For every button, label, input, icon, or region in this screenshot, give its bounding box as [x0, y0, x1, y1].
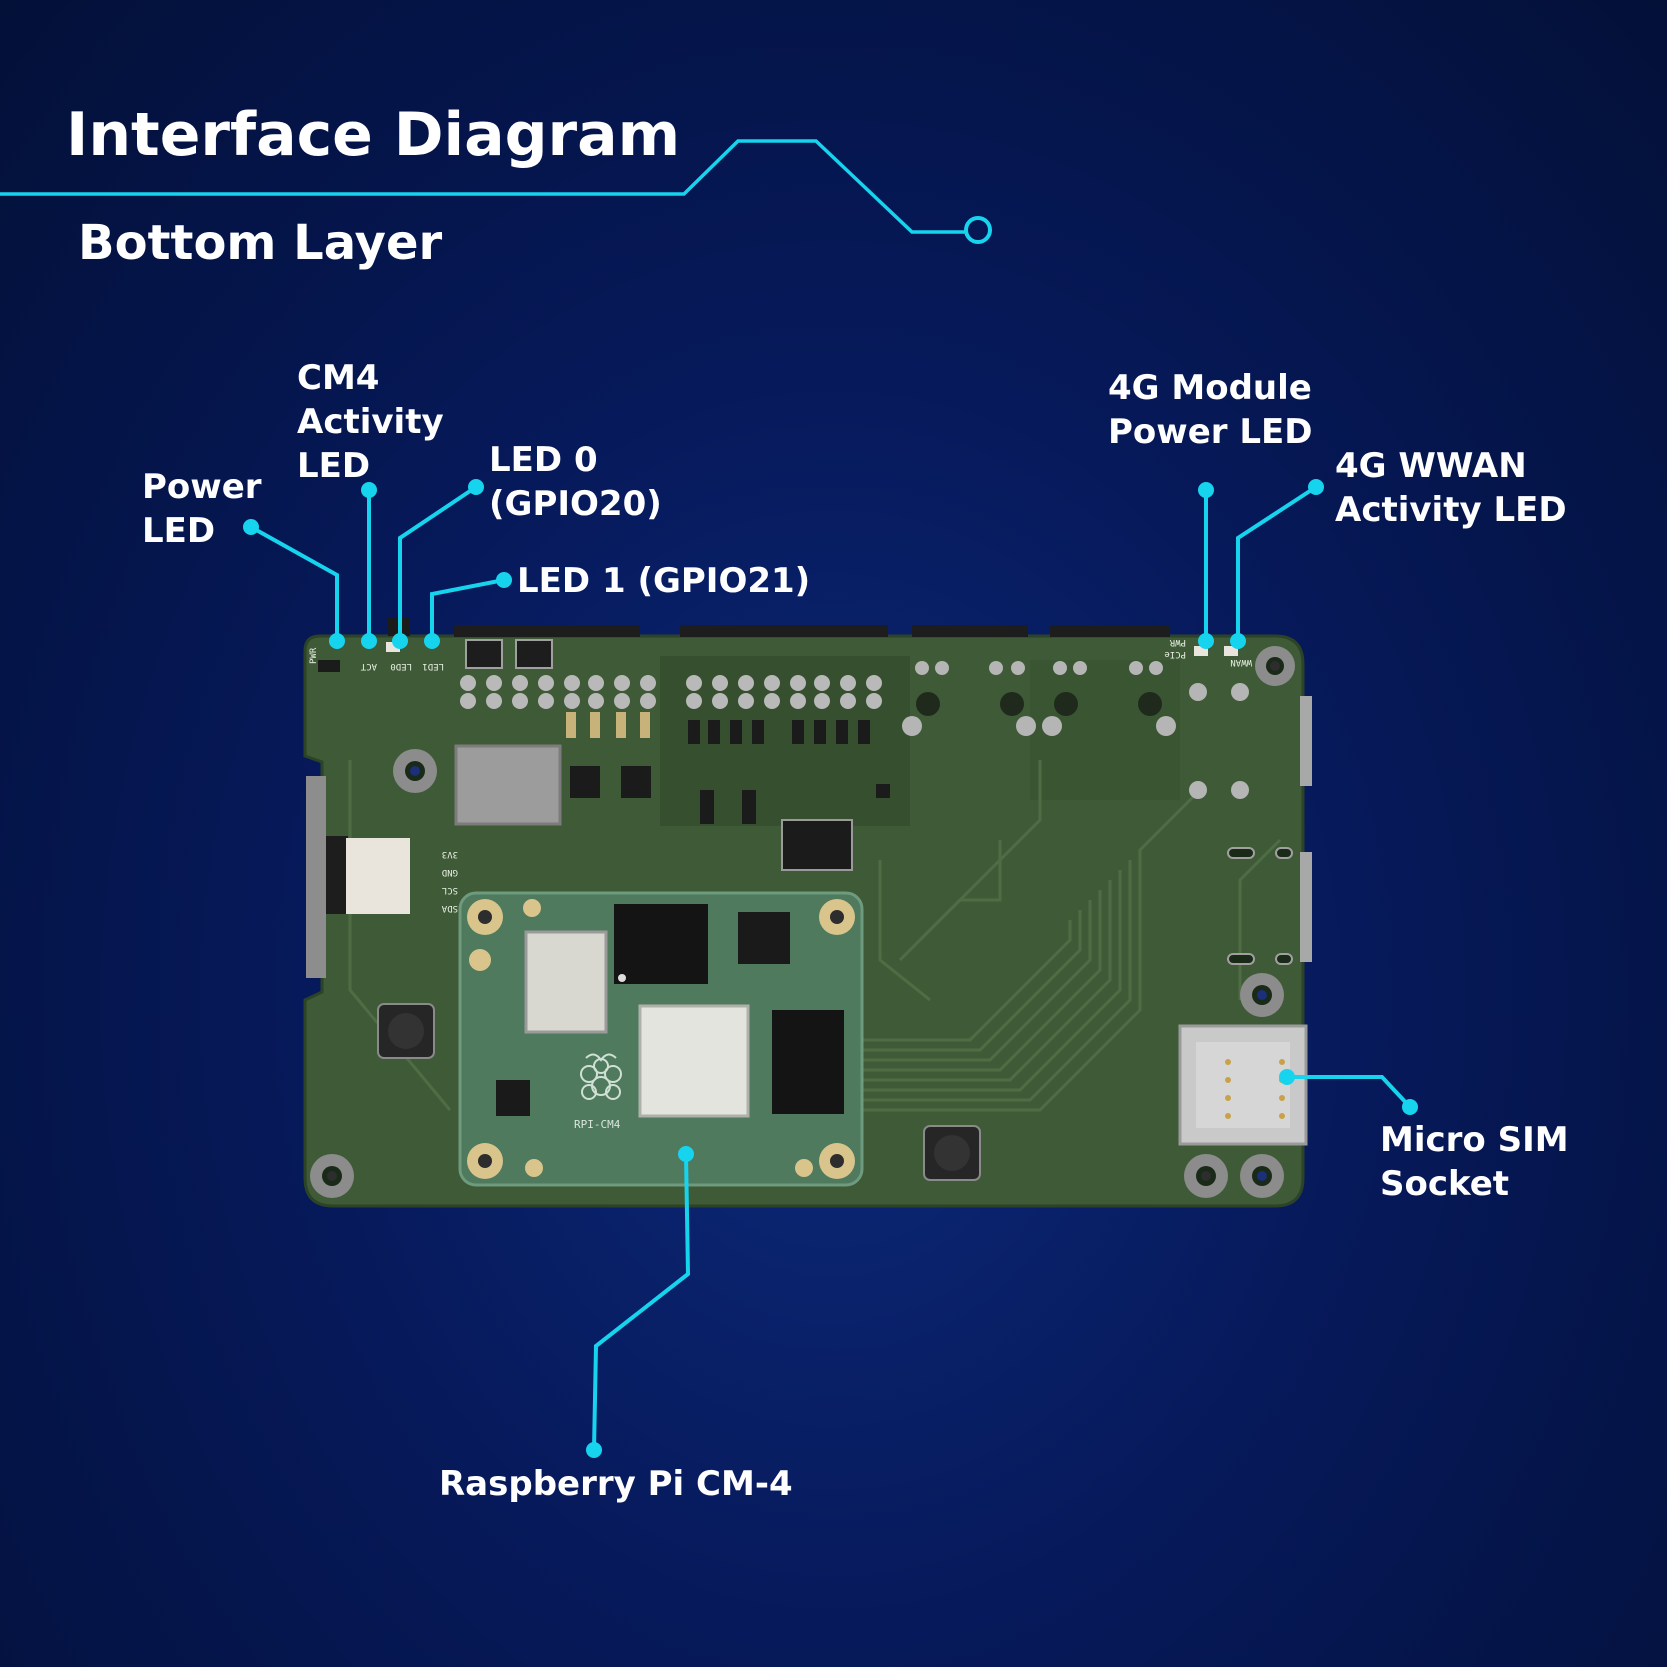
- left-edge-connector: [306, 776, 326, 978]
- led-components: [318, 642, 1238, 672]
- top-connector-4: [1050, 625, 1170, 637]
- right-edge-connector-1: [1300, 696, 1312, 786]
- leader-led0: [398, 485, 478, 641]
- cm4-silk-marking: RPI-CM4: [574, 1118, 621, 1131]
- dot-sim-label: [1402, 1099, 1418, 1115]
- capacitors-dark: [916, 692, 1162, 716]
- cm4-pmic: [772, 1010, 844, 1114]
- slot-2: [1275, 847, 1293, 859]
- gold-components: [566, 712, 650, 738]
- leader-cm4: [592, 1153, 691, 1451]
- dot-cm4-label: [586, 1442, 602, 1458]
- label-cm4: Raspberry Pi CM-4: [439, 1464, 793, 1504]
- leader-power-led: [250, 525, 339, 641]
- label-led0: LED 0 (GPIO20): [489, 440, 662, 524]
- dot-wwan-led: [1230, 633, 1246, 649]
- cm4-module: RPI-CM4: [458, 891, 864, 1187]
- callout-leaders: [250, 485, 1412, 1451]
- dot-power-led-label: [243, 519, 259, 535]
- leader-sim-socket: [1287, 1075, 1412, 1109]
- top-connector-2: [680, 625, 888, 637]
- cm4-mounting-holes: [467, 899, 855, 1179]
- transistor-2: [621, 766, 651, 798]
- raspberry-logo-icon: [580, 1053, 622, 1100]
- silk-gnd: GND: [442, 867, 458, 877]
- dot-sim-socket: [1279, 1069, 1295, 1085]
- smd-black-parts: [688, 720, 890, 824]
- i2c-header-body: [326, 836, 348, 914]
- transistor-1: [570, 766, 600, 798]
- silk-pcie: PCIe: [1164, 649, 1186, 659]
- cm4-wireless-chip: [738, 912, 790, 964]
- silk-scl: SCL: [442, 885, 458, 895]
- silk-led1: LED1: [422, 661, 444, 671]
- diode-2: [515, 639, 553, 669]
- slot-3: [1227, 953, 1255, 965]
- top-connector-1: [454, 625, 640, 637]
- silk-led0: LED0: [390, 661, 412, 671]
- cm4-test-pad-3: [795, 1159, 813, 1177]
- cm4-ram-dot: [618, 974, 626, 982]
- silk-act: ACT: [360, 661, 377, 671]
- silk-pwr-right: PWR: [1169, 637, 1186, 647]
- ic-chip-mid: [781, 819, 853, 871]
- dot-module-power-label: [1198, 482, 1214, 498]
- sim-socket: [1178, 1024, 1308, 1146]
- dot-cm4: [678, 1146, 694, 1162]
- cm4-emmc: [524, 930, 608, 1034]
- inductor-block: [454, 744, 562, 826]
- dot-led0: [392, 633, 408, 649]
- leader-led1: [430, 578, 505, 641]
- label-power-led: Power LED: [142, 467, 262, 551]
- dot-power-led: [329, 633, 345, 649]
- leader-wwan-led: [1236, 485, 1318, 641]
- cm4-test-pad-1: [523, 899, 541, 917]
- label-wwan-led: 4G WWAN Activity LED: [1335, 446, 1567, 530]
- silk-wwan: WWAN: [1230, 657, 1252, 667]
- mounting-holes: [310, 646, 1295, 1198]
- i2c-header-socket: [346, 838, 410, 914]
- slot-4: [1275, 953, 1293, 965]
- cm4-soc: [638, 1004, 750, 1118]
- diode-1: [465, 639, 503, 669]
- silk-3v3: 3V3: [442, 849, 458, 859]
- label-sim-socket: Micro SIM Socket: [1380, 1120, 1569, 1204]
- label-cm4-activity-led: CM4 Activity LED: [297, 358, 444, 486]
- cm4-test-pad-2: [525, 1159, 543, 1177]
- silk-sda: SDA: [441, 903, 458, 913]
- label-module-power-led: 4G Module Power LED: [1108, 368, 1313, 452]
- power-inductor-right-core: [934, 1135, 970, 1171]
- top-connector-3: [912, 625, 1028, 637]
- dot-wwan-label: [1308, 479, 1324, 495]
- dot-led0-label: [468, 479, 484, 495]
- cm4-small-ic: [496, 1080, 530, 1116]
- cm4-ram: [614, 904, 708, 984]
- callout-dots: [243, 479, 1418, 1458]
- page-subtitle: Bottom Layer: [78, 215, 443, 271]
- via-pad-grid-left: [460, 675, 656, 709]
- header-trace-terminal: [964, 216, 992, 244]
- right-edge-connector-2: [1300, 852, 1312, 962]
- via-pad-grid-right: [686, 675, 882, 709]
- dot-cm4-activity-led: [361, 633, 377, 649]
- page-title: Interface Diagram: [66, 100, 681, 170]
- label-led1: LED 1 (GPIO21): [517, 561, 811, 601]
- dot-module-power-led: [1198, 633, 1214, 649]
- cm4-antenna-connector: [469, 949, 491, 971]
- dot-led1: [424, 633, 440, 649]
- dot-led1-label: [496, 572, 512, 588]
- silk-pwr: PWR: [309, 647, 319, 664]
- power-inductor-left-core: [388, 1013, 424, 1049]
- dot-cm4-activity-label: [361, 482, 377, 498]
- right-area-pads: [902, 661, 1249, 799]
- slot-1: [1227, 847, 1255, 859]
- header-trace-line: [0, 139, 966, 234]
